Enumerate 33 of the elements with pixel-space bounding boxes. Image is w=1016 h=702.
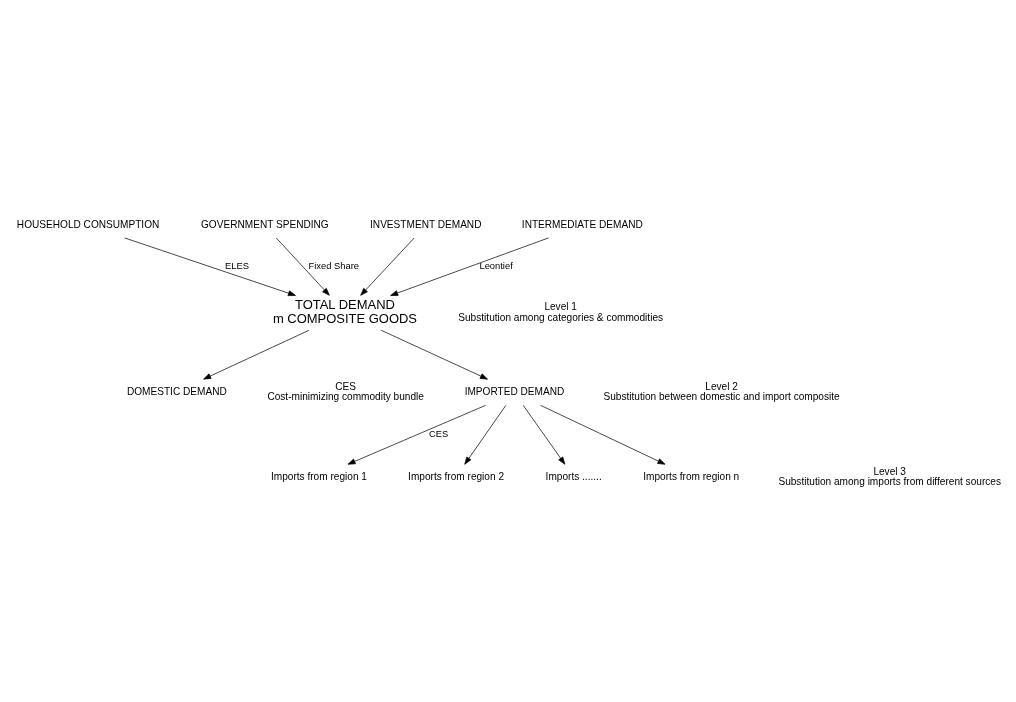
arrow: [390, 237, 549, 296]
label: Substitution between domestic and import composite: [603, 390, 840, 402]
node-text: Imports .......: [545, 470, 602, 482]
node-text: INVESTMENT DEMAND: [370, 218, 482, 230]
label: Substitution among categories & commodities: [458, 311, 664, 323]
arrow: [347, 404, 486, 465]
arrow: [380, 329, 488, 380]
edge-label: Leontief: [479, 260, 513, 271]
label: CES: [335, 380, 357, 392]
arrow: [540, 404, 666, 465]
edge-label: Fixed Share: [308, 260, 359, 271]
node-text: INTERMEDIATE DEMAND: [521, 218, 643, 230]
label: Substitution among imports from different sources: [778, 475, 1001, 487]
arrow: [522, 404, 566, 465]
edge-label: ELES: [225, 260, 250, 271]
node-text: Imports from region 2: [408, 470, 505, 482]
node-text: DOMESTIC DEMAND: [126, 385, 227, 397]
arrow: [203, 329, 310, 380]
label: Cost-minimizing commodity bundle: [267, 390, 424, 402]
arrow: [464, 404, 507, 465]
arrow: [275, 237, 330, 296]
node-text: HOUSEHOLD CONSUMPTION: [16, 218, 160, 230]
node-text: Imports from region 1: [270, 470, 367, 482]
label: Level 2: [705, 380, 738, 392]
arrow: [124, 237, 296, 296]
node-text: Imports from region n: [643, 470, 740, 482]
node-text: GOVERNMENT SPENDING: [201, 218, 329, 230]
node-text: TOTAL DEMAND m COMPOSITE GOODS: [272, 296, 417, 326]
label: Level 1: [544, 300, 577, 312]
arrow: [360, 237, 415, 296]
label: Level 3: [873, 465, 906, 477]
edge-label: CES: [429, 428, 449, 439]
node-text: IMPORTED DEMAND: [464, 385, 565, 397]
